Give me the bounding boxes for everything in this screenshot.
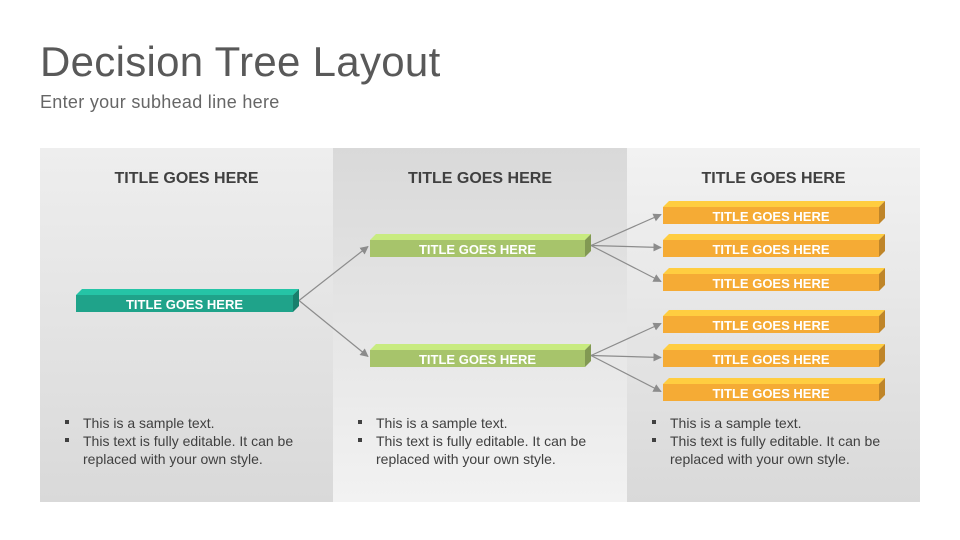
column-1: TITLE GOES HERE This is a sample text. T… <box>40 148 333 502</box>
leaf-node-2-3-label: TITLE GOES HERE <box>712 385 830 401</box>
page-title: Decision Tree Layout <box>40 38 441 85</box>
column-2-bullets: This is a sample text. This text is full… <box>357 414 609 468</box>
column-1-bullets: This is a sample text. This text is full… <box>64 414 315 468</box>
column-3-bullets: This is a sample text. This text is full… <box>651 414 902 468</box>
bullet-item: This text is fully editable. It can be r… <box>357 432 609 468</box>
leaf-node-2-1-label: TITLE GOES HERE <box>712 317 830 333</box>
root-node-label: TITLE GOES HERE <box>125 296 243 312</box>
leaf-node-1-3-label: TITLE GOES HERE <box>712 275 830 291</box>
leaf-node-1-2-label: TITLE GOES HERE <box>712 241 830 257</box>
branch-node-1-label: TITLE GOES HERE <box>418 241 536 257</box>
leaf-node-2-2-label: TITLE GOES HERE <box>712 351 830 367</box>
bullet-item: This text is fully editable. It can be r… <box>64 432 315 468</box>
bullet-item: This is a sample text. <box>651 414 902 432</box>
branch-node-2-label: TITLE GOES HERE <box>418 351 536 367</box>
bullet-item: This text is fully editable. It can be r… <box>651 432 902 468</box>
leaf-node-1-1-label: TITLE GOES HERE <box>712 208 830 224</box>
column-3-title: TITLE GOES HERE <box>701 170 846 187</box>
column-2: TITLE GOES HERE This is a sample text. T… <box>333 148 627 502</box>
bullet-item: This is a sample text. <box>64 414 315 432</box>
column-1-title: TITLE GOES HERE <box>114 170 259 187</box>
bullet-item: This is a sample text. <box>357 414 609 432</box>
column-2-title: TITLE GOES HERE <box>407 170 552 187</box>
page-subhead: Enter your subhead line here <box>40 92 280 112</box>
